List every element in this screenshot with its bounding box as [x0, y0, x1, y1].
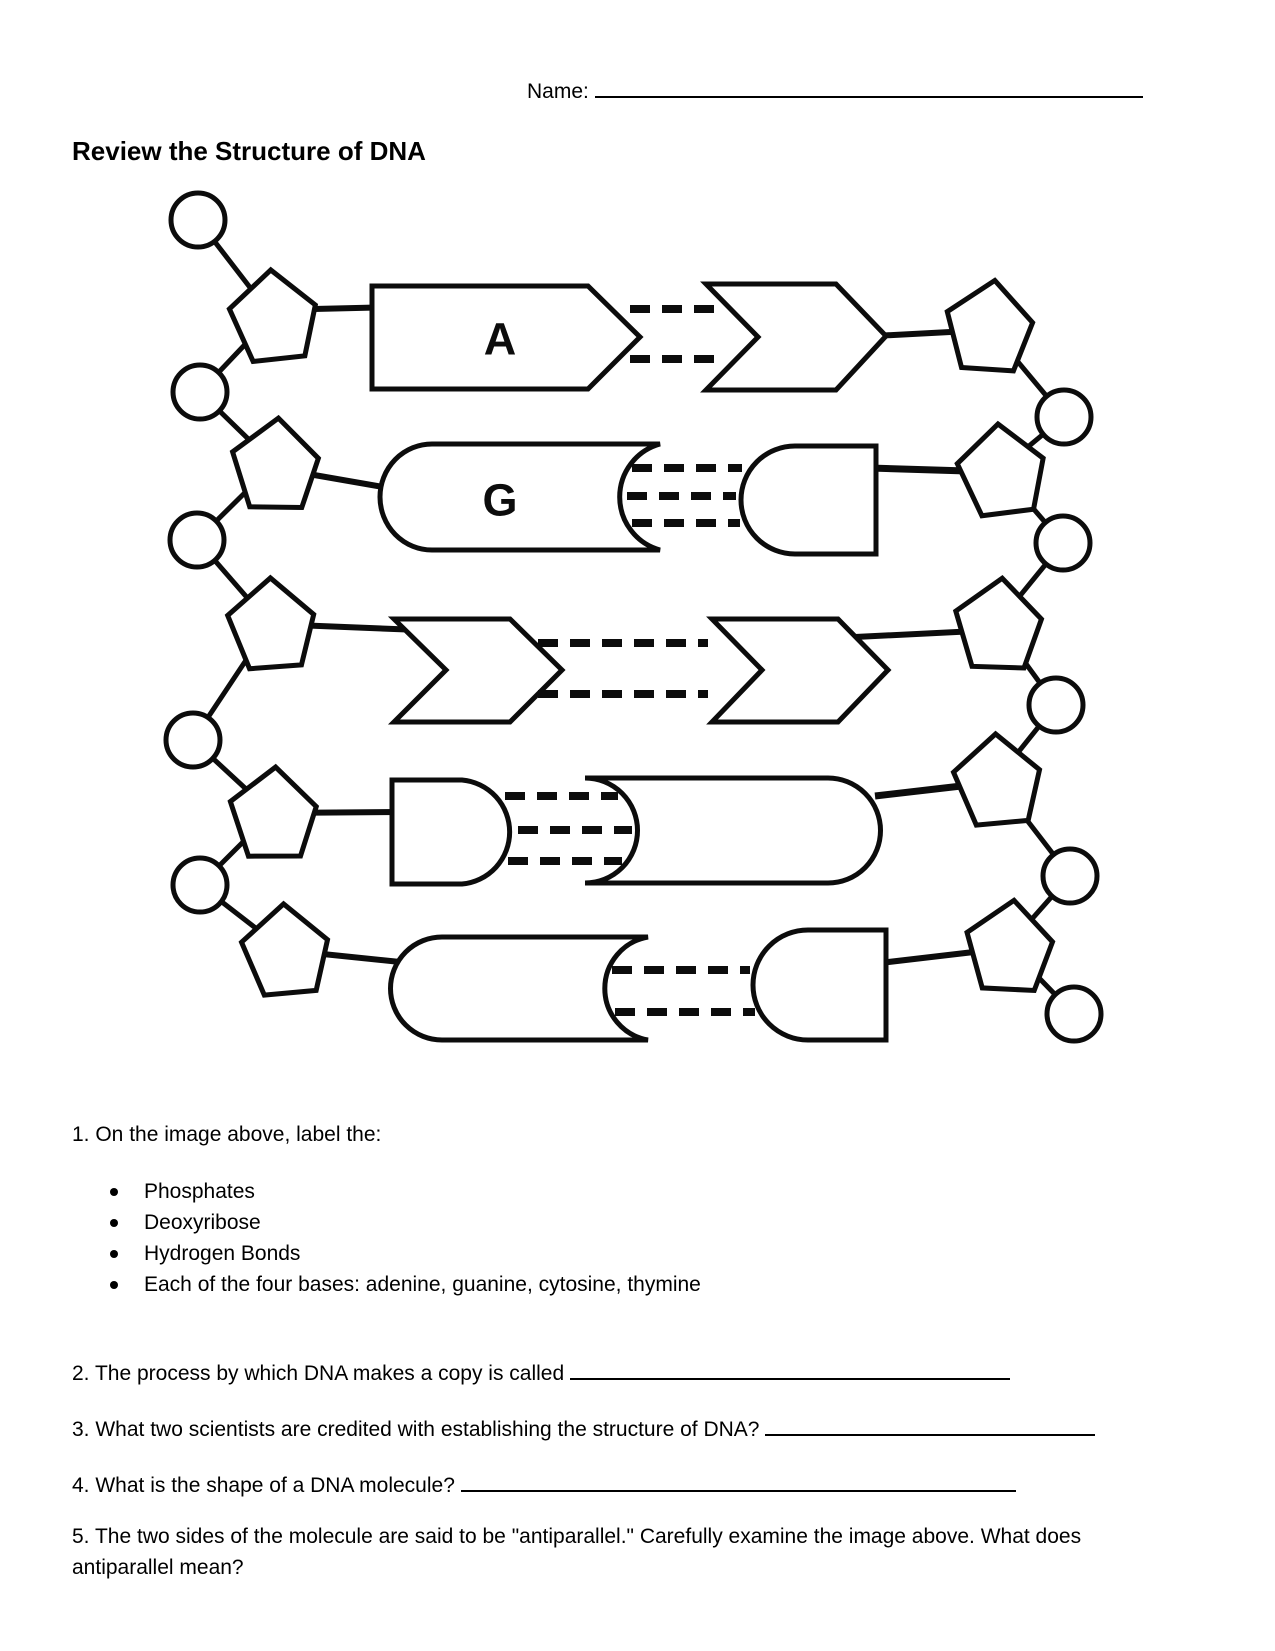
bullet-label: Phosphates — [144, 1179, 255, 1203]
phosphate-circle — [1026, 675, 1086, 735]
bullet-icon — [110, 1280, 118, 1289]
deoxyribose-pentagon — [954, 420, 1048, 517]
bullet-icon — [110, 1187, 118, 1196]
dna-structure-diagram: A G — [163, 190, 1104, 1044]
name-blank-line[interactable] — [594, 76, 1143, 98]
base-row4-left — [389, 777, 513, 887]
page-title: Review the Structure of DNA — [72, 136, 426, 166]
name-row: Name: — [527, 76, 1143, 107]
question-3: 3. What two scientists are credited with… — [72, 1414, 1096, 1445]
question-1-bullets: Phosphates Deoxyribose Hydrogen Bonds Ea… — [110, 1176, 701, 1300]
phosphate-circle — [1040, 846, 1100, 906]
phosphate-circle — [1034, 387, 1094, 447]
base-row5-right — [750, 927, 889, 1043]
question-3-text: 3. What two scientists are credited with… — [72, 1418, 760, 1441]
question-2-blank-line[interactable] — [570, 1358, 1011, 1380]
phosphate-circle — [170, 855, 230, 915]
deoxyribose-pentagon — [952, 732, 1043, 826]
base-label-adenine: A — [484, 314, 517, 365]
bullet-item-deoxyribose: Deoxyribose — [110, 1207, 701, 1238]
deoxyribose-pentagon — [942, 276, 1037, 374]
bullet-icon — [110, 1249, 118, 1258]
question-4-text: 4. What is the shape of a DNA molecule? — [72, 1474, 455, 1497]
deoxyribose-pentagon — [952, 575, 1044, 671]
question-4-blank-line[interactable] — [460, 1470, 1016, 1492]
base-row1-right — [700, 281, 890, 393]
base-label-guanine: G — [482, 475, 517, 526]
base-row1-left-adenine — [369, 283, 644, 392]
question-3-blank-line[interactable] — [765, 1414, 1096, 1436]
bullet-item-four-bases: Each of the four bases: adenine, guanine… — [110, 1269, 701, 1300]
phosphate-group — [163, 190, 1104, 1044]
name-label: Name: — [527, 80, 589, 103]
bullet-item-phosphates: Phosphates — [110, 1176, 701, 1207]
phosphate-circle — [163, 710, 223, 770]
bases-group — [369, 281, 892, 1043]
phosphate-circle — [167, 510, 227, 570]
question-2: 2. The process by which DNA makes a copy… — [72, 1358, 1011, 1389]
bullet-label: Deoxyribose — [144, 1210, 261, 1234]
bullet-label: Hydrogen Bonds — [144, 1241, 301, 1265]
phosphate-circle — [170, 362, 230, 422]
question-2-text: 2. The process by which DNA makes a copy… — [72, 1362, 565, 1385]
phosphate-circle — [1033, 513, 1093, 573]
phosphate-circle — [1044, 984, 1104, 1044]
deoxyribose-pentagon — [240, 902, 331, 996]
question-1: 1. On the image above, label the: — [72, 1123, 382, 1146]
base-row4-right — [584, 775, 883, 886]
base-row5-left — [388, 934, 649, 1043]
question-5-line-1: 5. The two sides of the molecule are sai… — [72, 1525, 1082, 1548]
question-4: 4. What is the shape of a DNA molecule? — [72, 1470, 1016, 1501]
hydrogen-bonds — [505, 305, 755, 1016]
question-5-line-2: antiparallel mean? — [72, 1556, 244, 1579]
base-row3-right — [706, 616, 892, 725]
bullet-icon — [110, 1218, 118, 1227]
bullet-label: Each of the four bases: adenine, guanine… — [144, 1272, 701, 1296]
base-row2-left-guanine — [377, 441, 661, 553]
bullet-item-hydrogen-bonds: Hydrogen Bonds — [110, 1238, 701, 1269]
base-row2-right — [738, 443, 879, 557]
base-row3-left — [387, 616, 566, 725]
phosphate-circle — [168, 190, 228, 250]
